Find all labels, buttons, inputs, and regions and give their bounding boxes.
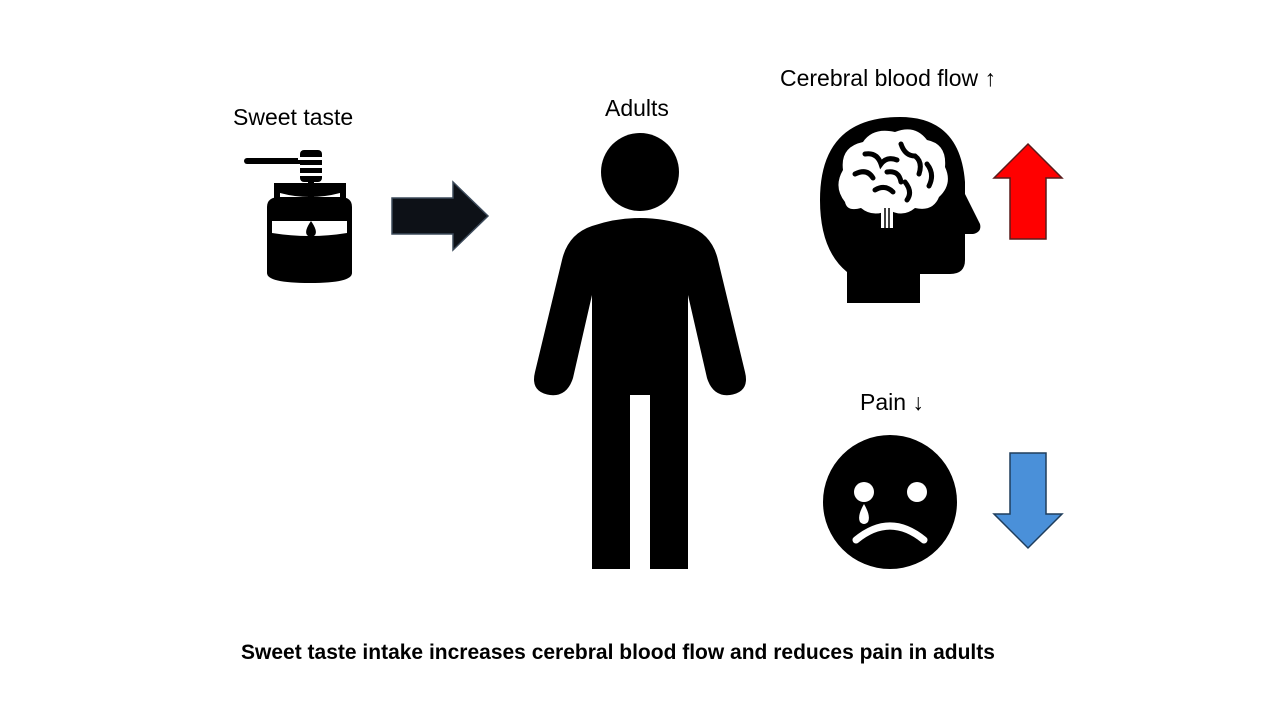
pain-label: Pain ↓ [860, 389, 924, 415]
crying-face-icon [823, 435, 957, 569]
adults-label: Adults [605, 95, 669, 121]
cerebral-blood-flow-label: Cerebral blood flow ↑ [780, 65, 997, 91]
right-arrow-icon [391, 180, 490, 252]
up-arrow-icon [992, 142, 1064, 240]
person-icon [534, 133, 746, 569]
diagram-caption: Sweet taste intake increases cerebral bl… [241, 641, 995, 664]
honey-jar-icon [244, 150, 352, 283]
sweet-taste-label: Sweet taste [233, 104, 354, 130]
down-arrow-icon [992, 452, 1064, 550]
brain-head-icon [820, 117, 981, 303]
